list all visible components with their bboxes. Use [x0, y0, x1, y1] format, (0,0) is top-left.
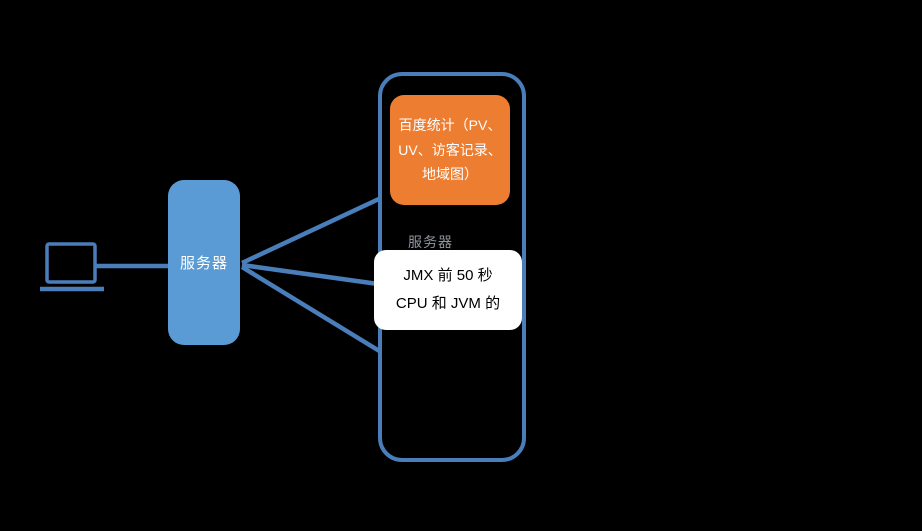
connector-fan [240, 195, 383, 354]
server-node: 服务器 [168, 180, 240, 345]
container-caption: 服务器 [408, 234, 453, 250]
baidu-stats-line: 百度统计（PV、 [398, 117, 502, 134]
connector-server-top [241, 195, 382, 266]
baidu-stats-box: 百度统计（PV、 UV、访客记录、 地域图） [390, 95, 510, 205]
laptop-icon [40, 242, 104, 292]
jmx-line: JMX 前 50 秒 [403, 266, 493, 284]
baidu-stats-line: 地域图） [422, 166, 478, 183]
baidu-stats-line: UV、访客记录、 [398, 141, 502, 158]
connector-server-middle [241, 262, 379, 287]
jmx-line: CPU 和 JVM 的 [395, 295, 501, 312]
jmx-box: JMX 前 50 秒 CPU 和 JVM 的 [374, 250, 522, 330]
server-node-label: 服务器 [179, 255, 228, 272]
connector-server-bottom [240, 265, 383, 354]
